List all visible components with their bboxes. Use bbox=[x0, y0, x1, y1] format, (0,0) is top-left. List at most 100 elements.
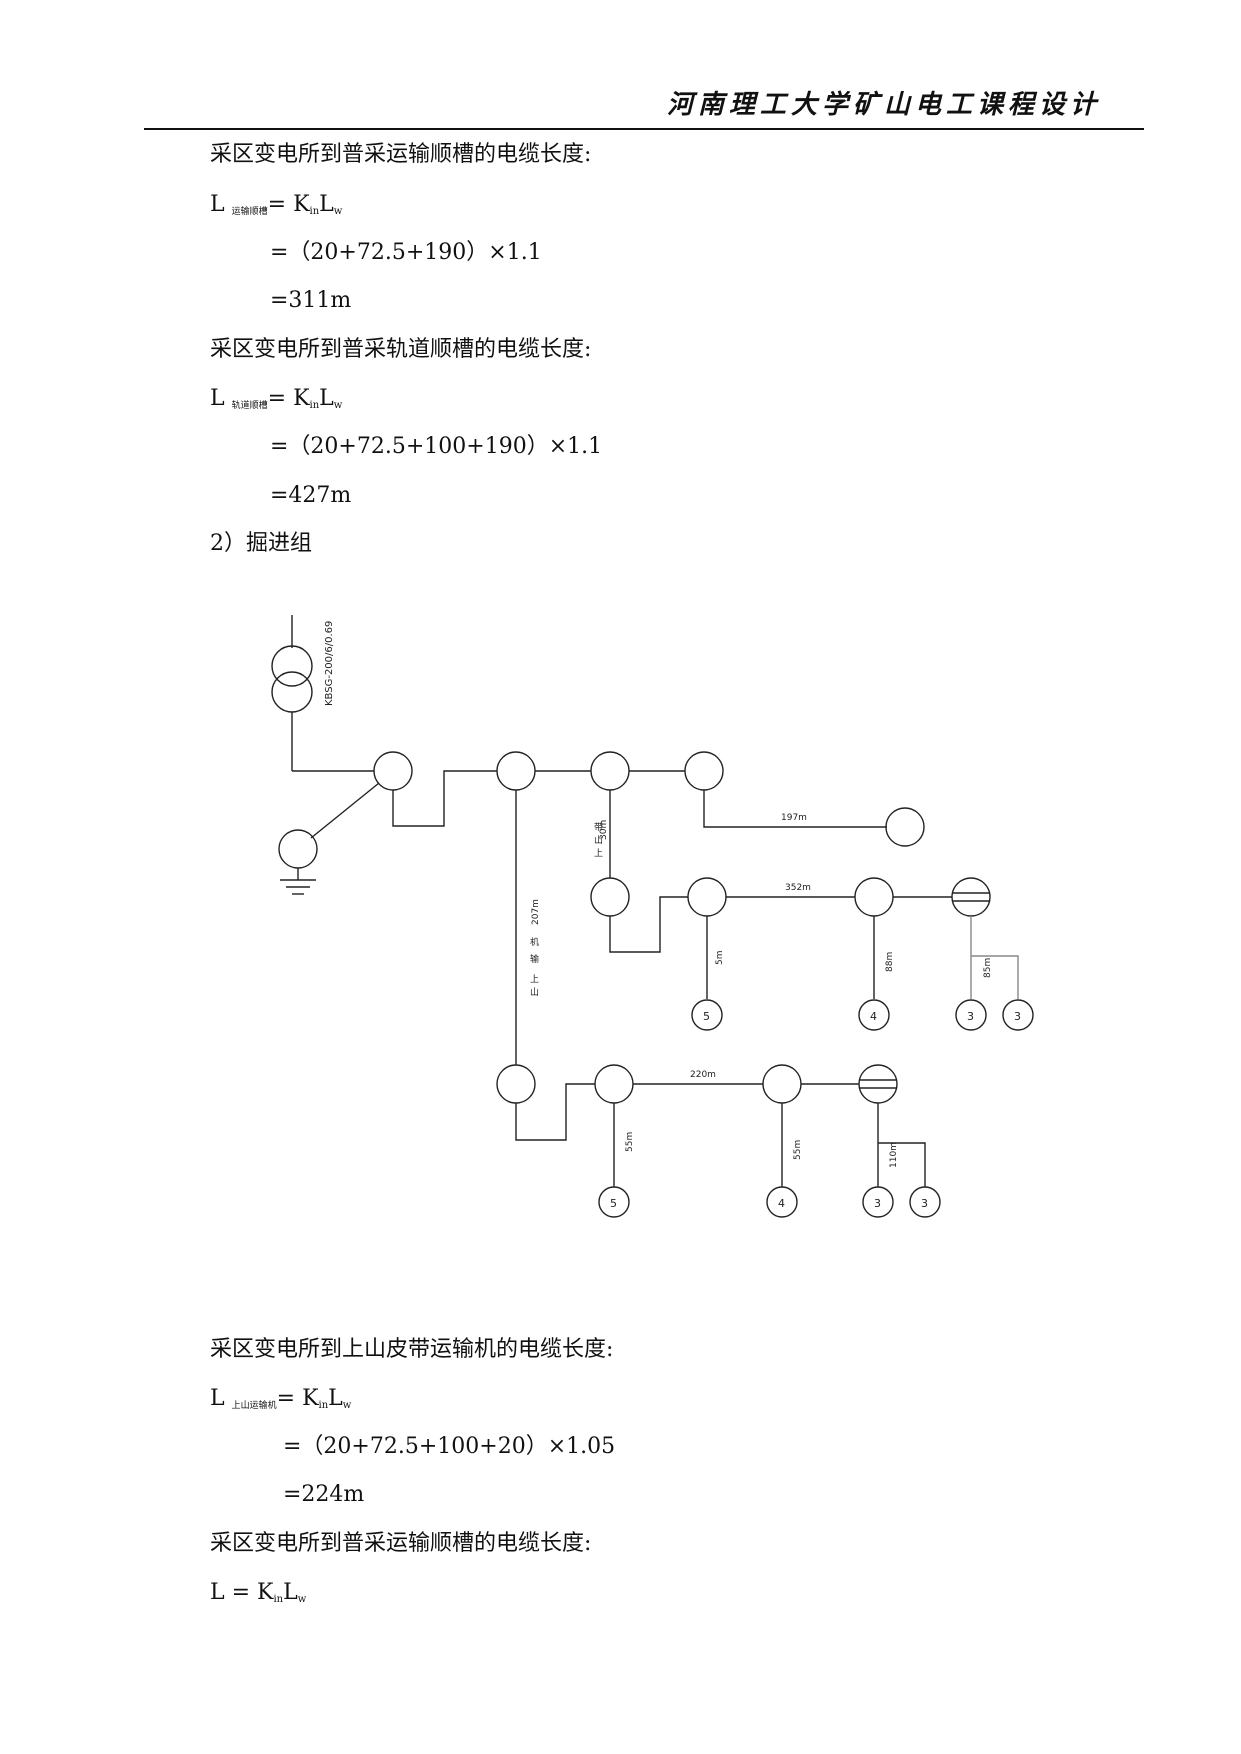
formula-equals: = bbox=[267, 192, 287, 217]
feeder-line bbox=[392, 770, 497, 827]
cable-110m-branch bbox=[878, 1142, 926, 1187]
formula-subscript: 运输顺槽 bbox=[231, 207, 268, 217]
switch-node bbox=[854, 877, 894, 917]
formula-symbol: L bbox=[210, 192, 225, 217]
label-30m: 30m bbox=[599, 820, 609, 840]
ground-branch bbox=[310, 782, 380, 839]
formula-equals: = bbox=[276, 1386, 296, 1411]
formula-transport-result: =311m bbox=[270, 288, 352, 313]
formula-symbol: L bbox=[210, 1386, 225, 1411]
node-label: 4 bbox=[778, 1197, 785, 1210]
switch-node bbox=[590, 751, 630, 791]
load-node-5 bbox=[598, 1186, 630, 1218]
cable-85m-branch bbox=[971, 955, 1019, 999]
label-vertical-shan: 山 bbox=[530, 987, 539, 998]
switch-node bbox=[496, 1064, 536, 1104]
label-vertical-shu: 输 bbox=[530, 953, 539, 965]
label-88m: 88m bbox=[885, 952, 895, 972]
formula-k-sub: in bbox=[273, 1594, 284, 1605]
formula-k-sub: in bbox=[309, 400, 320, 411]
load-node-3 bbox=[909, 1186, 941, 1218]
paragraph-uphill-belt-cable-title: 采区变电所到上山皮带运输机的电缆长度: bbox=[210, 1337, 614, 1362]
section-heading-excavation: 2）掘进组 bbox=[210, 531, 312, 556]
formula-uphill-calc: =（20+72.5+100+20）×1.05 bbox=[283, 1434, 616, 1459]
formula-lw: L bbox=[283, 1580, 298, 1605]
formula-subscript: 上山运输机 bbox=[231, 1401, 277, 1411]
paragraph-transport-cable-title: 采区变电所到普采运输顺槽的电缆长度: bbox=[210, 142, 592, 167]
label-197m: 197m bbox=[781, 813, 807, 823]
formula-k: K bbox=[257, 1580, 274, 1605]
label-vertical-shang: 上 bbox=[530, 974, 539, 985]
label-55m: 55m bbox=[625, 1132, 635, 1152]
cable-197m bbox=[703, 790, 887, 828]
formula-equals: = bbox=[267, 386, 287, 411]
feeder-line bbox=[609, 896, 688, 953]
page-header-title: 河南理工大学矿山电工课程设计 bbox=[666, 90, 1101, 120]
formula-symbol: L bbox=[210, 1580, 225, 1605]
formula-lw-sub: w bbox=[297, 1594, 307, 1605]
label-vertical-dai: 带 bbox=[594, 822, 603, 833]
formula-symbol: L bbox=[210, 386, 225, 411]
formula-uphill-length: L 上山运输机= KinLw bbox=[210, 1385, 351, 1420]
formula-k: K bbox=[293, 192, 310, 217]
combined-starter-node bbox=[858, 1064, 898, 1104]
formula-uphill-result: =224m bbox=[283, 1482, 365, 1507]
formula-transport-length-2: L = KinLw bbox=[210, 1579, 306, 1614]
transformer-winding-primary bbox=[271, 645, 313, 687]
formula-track-result: =427m bbox=[270, 483, 352, 508]
header-divider bbox=[144, 128, 1144, 130]
formula-transport-calc: =（20+72.5+190）×1.1 bbox=[270, 240, 542, 265]
formula-track-length: L 轨道顺槽= KinLw bbox=[210, 385, 342, 420]
load-node-3 bbox=[955, 999, 987, 1031]
formula-lw-sub: w bbox=[342, 1400, 352, 1411]
formula-subscript: 轨道顺槽 bbox=[231, 401, 268, 411]
formula-track-calc: =（20+72.5+100+190）×1.1 bbox=[270, 434, 603, 459]
node-label: 3 bbox=[921, 1197, 928, 1210]
label-vertical-shan: 山 bbox=[594, 835, 603, 846]
label-85m: 85m bbox=[983, 958, 993, 978]
paragraph-track-cable-title: 采区变电所到普采轨道顺槽的电缆长度: bbox=[210, 337, 592, 362]
label-vertical-shang: 上 bbox=[594, 848, 603, 859]
load-node-4 bbox=[858, 999, 890, 1031]
load-node bbox=[885, 807, 925, 847]
switch-node bbox=[496, 751, 536, 791]
ground-device-node bbox=[278, 829, 318, 869]
switch-node bbox=[590, 877, 630, 917]
transformer-winding-secondary bbox=[271, 671, 313, 713]
switch-node bbox=[373, 751, 413, 791]
switch-node bbox=[594, 1064, 634, 1104]
load-node-3 bbox=[862, 1186, 894, 1218]
formula-lw: L bbox=[328, 1386, 343, 1411]
load-node-5 bbox=[691, 999, 723, 1031]
feeder-line bbox=[515, 1083, 595, 1141]
label-vertical-ji: 机 bbox=[530, 936, 539, 948]
transformer-label: KBSG-200/6/0.69 bbox=[324, 621, 335, 706]
power-distribution-diagram: KBSG-200/6/0.69 197m 30m 上 山 带 352m 5m 5… bbox=[271, 615, 1034, 1218]
label-110m: 110m bbox=[889, 1142, 899, 1168]
paragraph-transport-cable-title-2: 采区变电所到普采运输顺槽的电缆长度: bbox=[210, 1531, 592, 1556]
formula-k-sub: in bbox=[309, 206, 320, 217]
node-label: 4 bbox=[870, 1010, 877, 1023]
node-label: 3 bbox=[967, 1010, 974, 1023]
load-node-4 bbox=[766, 1186, 798, 1218]
formula-lw: L bbox=[319, 386, 334, 411]
formula-k: K bbox=[302, 1386, 319, 1411]
formula-transport-length: L 运输顺槽= KinLw bbox=[210, 191, 342, 226]
switch-node bbox=[684, 751, 724, 791]
label-55m: 55m bbox=[793, 1140, 803, 1160]
load-node-3 bbox=[1002, 999, 1034, 1031]
switch-node bbox=[687, 877, 727, 917]
node-label: 3 bbox=[874, 1197, 881, 1210]
formula-k: K bbox=[293, 386, 310, 411]
formula-lw: L bbox=[319, 192, 334, 217]
node-label: 5 bbox=[610, 1197, 617, 1210]
node-label: 3 bbox=[1014, 1010, 1021, 1023]
switch-node bbox=[762, 1064, 802, 1104]
formula-lw-sub: w bbox=[333, 206, 343, 217]
formula-lw-sub: w bbox=[333, 400, 343, 411]
node-label: 5 bbox=[703, 1010, 710, 1023]
label-220m: 220m bbox=[690, 1070, 716, 1080]
formula-k-sub: in bbox=[318, 1400, 329, 1411]
label-5m: 5m bbox=[715, 951, 725, 966]
label-207m: 207m bbox=[531, 899, 541, 925]
